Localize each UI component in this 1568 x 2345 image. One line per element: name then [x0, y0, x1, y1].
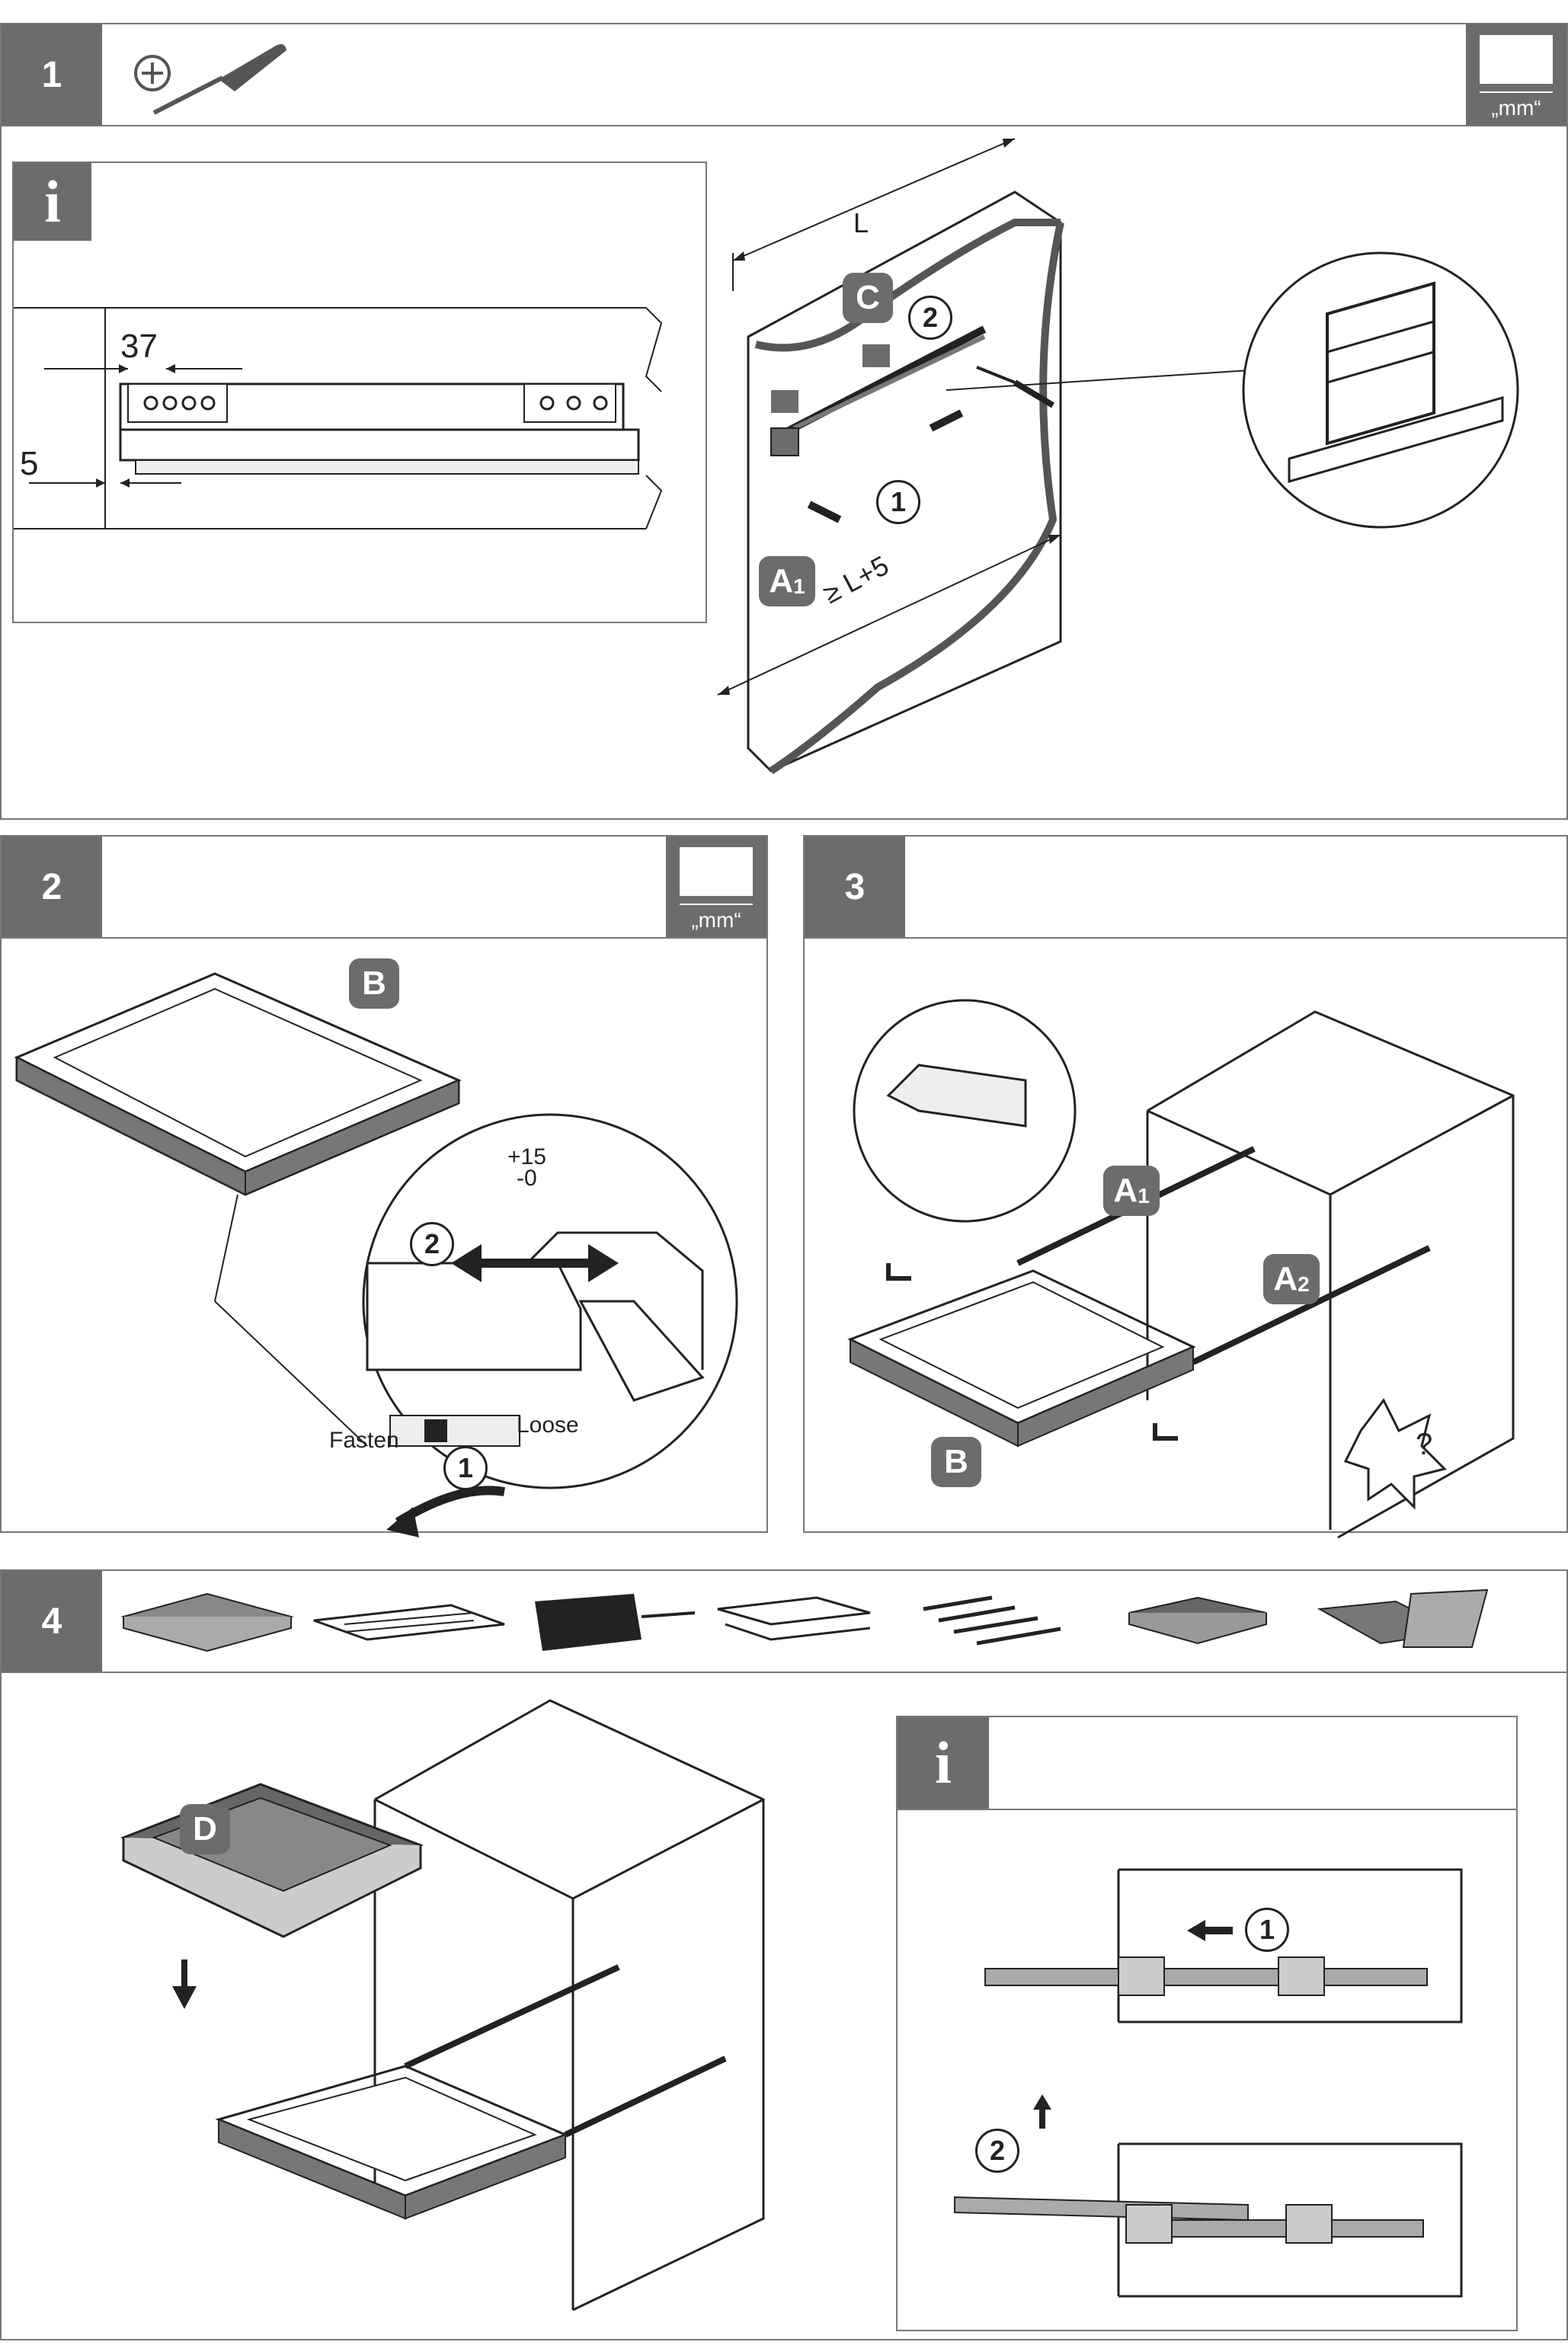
shoe-rack-icon	[1317, 1588, 1489, 1648]
units-box	[1480, 35, 1553, 84]
step-number: 3	[805, 837, 905, 937]
runner-install-drawing	[847, 999, 1515, 1539]
part-a1-sub: 1	[793, 574, 805, 598]
units-badge: „mm“	[666, 837, 766, 937]
part-a1-letter: A	[769, 562, 794, 600]
part-a1-letter: A	[1113, 1172, 1138, 1209]
units-arrow	[1480, 91, 1553, 93]
callout-2: 2	[410, 1222, 454, 1266]
callout-1: 1	[443, 1446, 488, 1490]
part-a2-sub: 2	[1298, 1272, 1310, 1296]
accessories-row	[120, 1588, 1489, 1652]
step-2-header	[2, 837, 766, 939]
callout-2: 2	[908, 296, 952, 340]
trouser-rack-icon	[313, 1604, 505, 1641]
adjust-minus: -0	[517, 1166, 537, 1191]
dimension-37: 37	[120, 328, 158, 365]
units-label: „mm“	[1491, 96, 1541, 120]
step-3-header	[805, 837, 1566, 939]
dimension-l: L	[853, 207, 869, 238]
part-b-label: B	[931, 1437, 981, 1487]
runner-profile-drawing	[14, 307, 663, 529]
frame-assembly-drawing	[14, 972, 738, 1537]
info-panel-2-header	[898, 1717, 1516, 1810]
info-badge: i	[14, 163, 91, 241]
shoe-tray-icon	[1128, 1596, 1267, 1645]
part-d-label: D	[180, 1804, 230, 1854]
info-panel-1: i 37 5	[12, 162, 707, 623]
tray-install-drawing	[120, 1699, 765, 2311]
part-a2-letter: A	[1273, 1260, 1298, 1297]
part-a1-sub: 1	[1138, 1184, 1150, 1208]
step-number: 1	[2, 24, 102, 125]
step-4-panel: 4	[0, 1569, 1568, 2340]
step-number: 2	[2, 837, 102, 937]
runner-removal-drawing	[954, 1868, 1463, 2298]
dimension-5: 5	[20, 445, 39, 482]
units-arrow	[680, 904, 753, 905]
basket-icon	[535, 1594, 696, 1651]
adjust-plus: +15	[507, 1144, 546, 1169]
wire-basket-icon	[717, 1596, 871, 1641]
step-1-header	[2, 24, 1566, 126]
cabinet-side-drawing	[717, 138, 1519, 775]
callout-1: 1	[1245, 1908, 1289, 1952]
hear-click-icon: ?	[1416, 1428, 1433, 1461]
part-c-label: C	[843, 273, 893, 323]
rods-icon	[923, 1595, 1061, 1646]
fasten-label: Fasten	[329, 1428, 399, 1453]
units-label: „mm“	[691, 908, 741, 932]
info-panel-2: i 1 2	[896, 1716, 1518, 2331]
units-badge: „mm“	[1466, 24, 1566, 125]
step-number: 4	[2, 1571, 102, 1672]
screwdriver-icon	[134, 44, 286, 115]
loose-label: Loose	[517, 1412, 579, 1438]
callout-2: 2	[975, 2129, 1019, 2173]
tray-divider-icon	[120, 1592, 294, 1652]
step-1-panel: 1 „mm“ i	[0, 23, 1568, 820]
info-badge: i	[898, 1717, 989, 1809]
part-b-label: B	[349, 958, 399, 1009]
units-box	[680, 847, 753, 896]
step-2-panel: 2 „mm“ B 2 +15 -0 Fasten Loose 1	[0, 835, 768, 1537]
callout-1: 1	[876, 480, 920, 524]
